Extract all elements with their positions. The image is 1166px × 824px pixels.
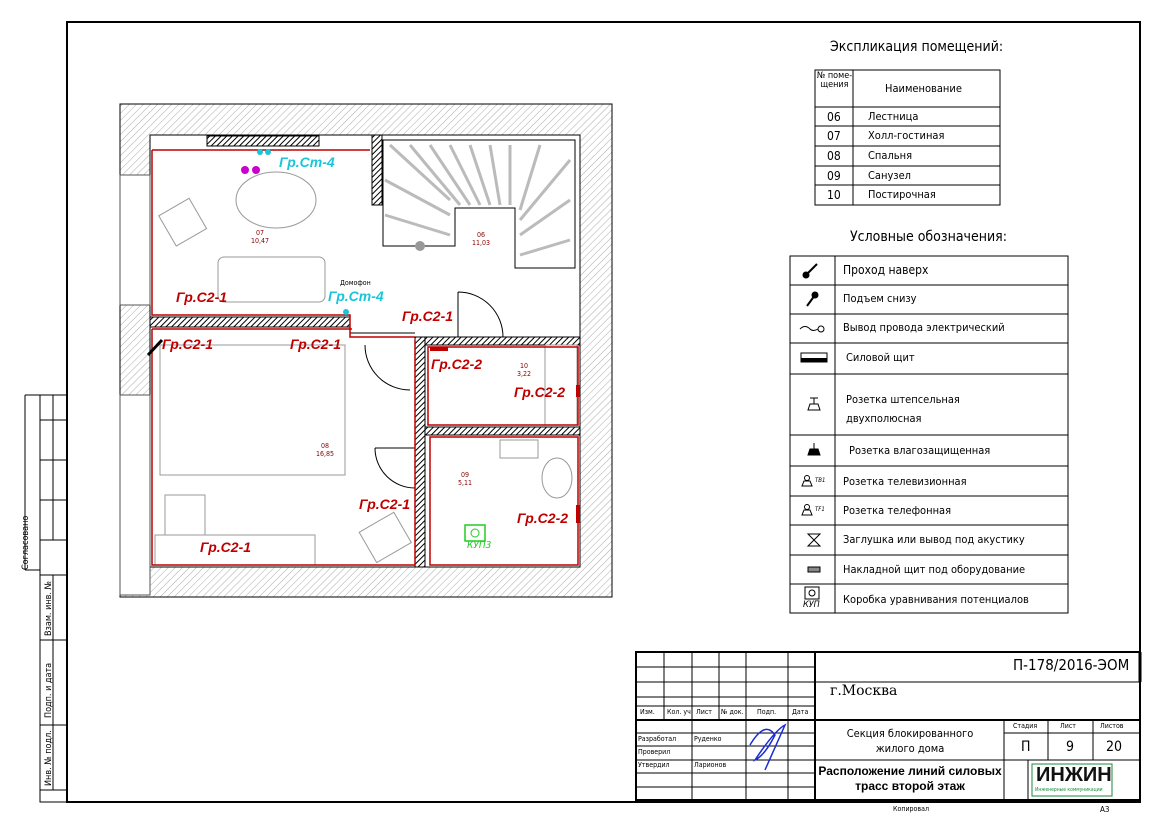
circuit-label: Гр.С2-1 — [176, 289, 228, 305]
room-name: Постирочная — [868, 188, 936, 201]
role: Проверил — [638, 748, 671, 756]
room-name: Спальня — [868, 149, 913, 162]
stamp-sign-date: Подп. и дата — [44, 662, 54, 718]
circuit-label: Гр.Ст-4 — [279, 154, 335, 170]
col-head: Лист — [696, 708, 712, 716]
person: Ларионов — [694, 761, 727, 769]
legend-label: Розетка телевизионная — [843, 475, 967, 488]
person: Руденко — [694, 735, 722, 743]
stamp-inv-replace: Взам. инв. № — [44, 581, 54, 636]
tag-area: 3,22 — [516, 370, 532, 378]
room-name: Холл-гостиная — [868, 129, 945, 142]
tag-num: 09 — [460, 471, 469, 479]
legend-label: Розетка телефонная — [843, 504, 952, 517]
room-num: 07 — [827, 129, 841, 143]
circuit-label: Гр.С2-1 — [200, 539, 252, 555]
circuit-label: Гр.С2-1 — [290, 336, 342, 352]
tag-area: 11,03 — [471, 239, 491, 247]
room-num: 08 — [827, 149, 841, 163]
stage-head: Стадия — [1013, 722, 1038, 730]
company-logo: ИНЖИН — [1036, 764, 1112, 786]
stamp-agreed: Согласовано — [21, 515, 31, 570]
tag-num: 10 — [519, 362, 528, 370]
sheet-count: 20 — [1106, 739, 1123, 755]
legend-label: Заглушка или вывод под акустику — [843, 533, 1025, 546]
legend-label: Розетка штепсельная двухполюсная — [846, 393, 960, 425]
circuit-label: Гр.С2-2 — [431, 356, 483, 372]
legend-sub: TF1 — [815, 506, 825, 513]
col-head: Подп. — [757, 708, 777, 716]
signature — [749, 723, 787, 771]
legend-icons — [799, 263, 828, 600]
circuit-label: Гр.С2-1 — [162, 336, 214, 352]
legend-label: Вывод провода электрический — [843, 321, 1005, 334]
kup-label: КУП3 — [467, 540, 492, 551]
legend-title: Условные обозначения: — [850, 229, 1007, 245]
legend-label: Проход наверх — [843, 263, 929, 277]
legend-label: Коробка уравнивания потенциалов — [843, 593, 1029, 606]
stamp-inv-orig: Инв. № подл. — [44, 730, 54, 786]
circuit-label: Гр.С2-2 — [517, 510, 569, 526]
legend-label: Накладной щит под оборудование — [843, 563, 1026, 576]
doc-code: П-178/2016-ЭОМ — [1013, 656, 1130, 674]
explication-col-num: № поме- щения — [816, 71, 853, 90]
room-num: 06 — [827, 110, 841, 124]
tag-num: 07 — [255, 229, 264, 237]
legend-label: Подъем снизу — [843, 292, 917, 305]
explication-col-name: Наименование — [885, 82, 962, 95]
circuit-label: Гр.Ст-4 — [328, 288, 384, 304]
circuit-label: Гр.С2-2 — [514, 384, 566, 400]
tag-num: 08 — [320, 442, 329, 450]
sheet-head: Лист — [1060, 722, 1076, 730]
tag-num: 06 — [476, 231, 485, 239]
legend-label: Розетка влагозащищенная — [849, 444, 991, 457]
role: Разработал — [638, 735, 677, 743]
circuit-label: Гр.С2-1 — [359, 496, 411, 512]
room-name: Санузел — [868, 169, 911, 182]
circuit-label: Гр.С2-1 — [402, 308, 454, 324]
company-logo-sub: Инженерные коммуникации — [1035, 787, 1103, 793]
col-head: № док. — [721, 708, 744, 716]
legend-label: Силовой щит — [846, 351, 915, 364]
format-label: А3 — [1100, 805, 1110, 814]
legend-sub: ТВ1 — [815, 477, 826, 484]
room-num: 10 — [827, 188, 841, 202]
floor-plan — [119, 103, 613, 598]
city: г.Москва — [830, 683, 898, 699]
tag-area: 5,11 — [457, 479, 473, 487]
col-head: Дата — [792, 708, 809, 716]
col-head: Кол. уч — [667, 708, 691, 716]
intercom-label: Домофон — [340, 279, 371, 287]
explication-title: Экспликация помещений: — [830, 39, 1004, 55]
copied-label: Копировал — [893, 805, 929, 813]
col-head: Изм. — [640, 708, 655, 716]
room-num: 09 — [827, 169, 841, 183]
stage: П — [1021, 739, 1031, 755]
role: Утвердил — [638, 761, 670, 769]
sheet-number: 9 — [1066, 739, 1075, 755]
project-name: Секция блокированного жилого дома — [846, 727, 974, 755]
room-name: Лестница — [868, 110, 919, 123]
sheets-head: Листов — [1100, 722, 1124, 730]
legend-sub: КУП — [803, 600, 820, 610]
tag-area: 16,85 — [315, 450, 335, 458]
sheet-title: Расположение линий силовых трасс второй … — [818, 764, 1002, 793]
tag-area: 10,47 — [250, 237, 270, 245]
